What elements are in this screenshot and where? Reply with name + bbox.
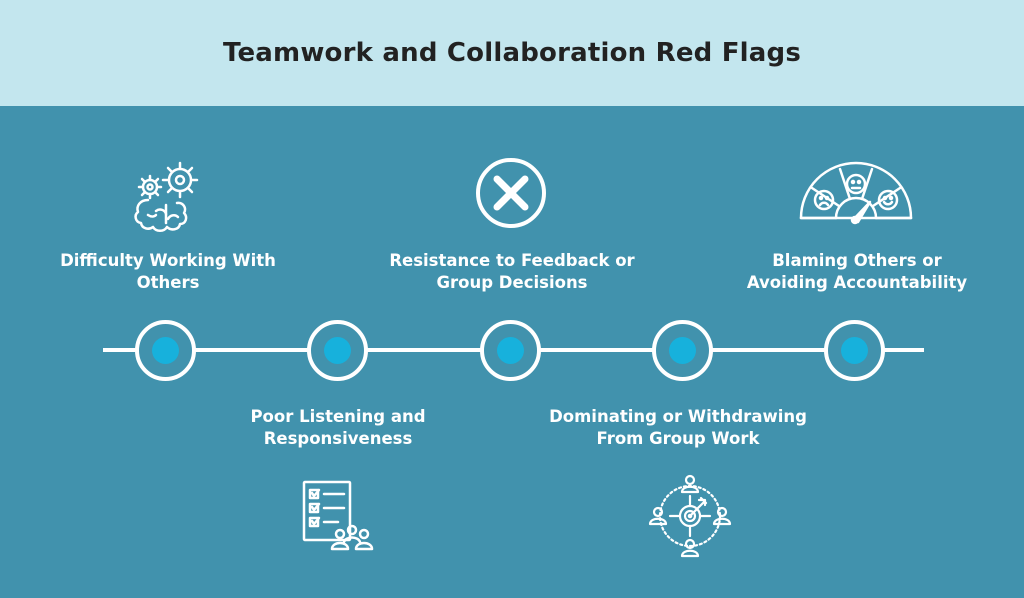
- node-dot: [497, 337, 524, 364]
- timeline-node-2: [307, 320, 368, 381]
- x-circle-icon: [476, 158, 546, 228]
- gears-brain-icon: [134, 161, 199, 232]
- target-people-icon: [648, 474, 732, 558]
- timeline-node-5: [824, 320, 885, 381]
- checklist-team-icon: [302, 480, 374, 551]
- node-dot: [669, 337, 696, 364]
- node-dot: [152, 337, 179, 364]
- mood-gauge-icon: [799, 161, 913, 225]
- header-banner: Teamwork and Collaboration Red Flags: [0, 0, 1024, 106]
- timeline-node-3: [480, 320, 541, 381]
- node-dot: [841, 337, 868, 364]
- timeline-node-1: [135, 320, 196, 381]
- node-dot: [324, 337, 351, 364]
- page-title: Teamwork and Collaboration Red Flags: [222, 38, 802, 68]
- timeline-node-4: [652, 320, 713, 381]
